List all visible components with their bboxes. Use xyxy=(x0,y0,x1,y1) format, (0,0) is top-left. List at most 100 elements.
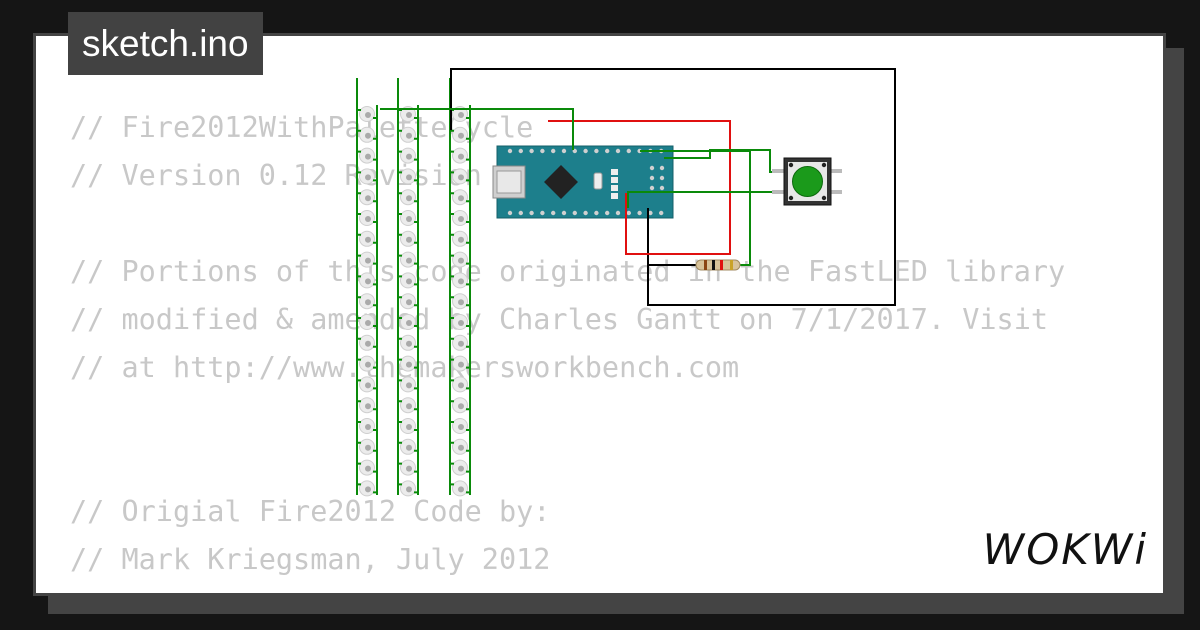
led-icon[interactable] xyxy=(398,106,418,122)
led-icon[interactable] xyxy=(450,314,470,330)
led-icon[interactable] xyxy=(357,272,377,289)
code-line: // Origial Fire2012 Code by: xyxy=(70,495,551,528)
arduino-nano-icon[interactable] xyxy=(492,145,674,219)
pin-icon xyxy=(540,148,545,154)
icsp-pin-icon xyxy=(659,165,665,171)
pin-icon xyxy=(572,210,577,216)
led-icon[interactable] xyxy=(450,334,470,351)
led-icon[interactable] xyxy=(398,189,418,206)
pin-icon xyxy=(648,210,653,216)
led-icon[interactable] xyxy=(357,189,377,206)
push-button-icon[interactable] xyxy=(772,157,842,206)
pin-icon xyxy=(518,148,523,154)
led-icon[interactable] xyxy=(398,293,418,310)
led-icon[interactable] xyxy=(398,272,418,289)
led-icon[interactable] xyxy=(398,418,418,434)
led-icon[interactable] xyxy=(398,438,418,455)
file-tab-label: sketch.ino xyxy=(82,23,249,64)
code-line: // Mark Kriegsman, July 2012 xyxy=(70,543,551,576)
led-icon[interactable] xyxy=(450,147,470,164)
led-icon[interactable] xyxy=(357,376,377,393)
led-icon[interactable] xyxy=(450,480,470,497)
led-icon[interactable] xyxy=(357,314,377,330)
led-icon[interactable] xyxy=(450,376,470,393)
led-icon[interactable] xyxy=(398,147,418,164)
led-icon[interactable] xyxy=(398,480,418,497)
led-icon[interactable] xyxy=(357,418,377,434)
file-tab[interactable]: sketch.ino xyxy=(68,12,263,75)
led-icon[interactable] xyxy=(398,168,418,185)
led-icon[interactable] xyxy=(450,459,470,476)
led-icon[interactable] xyxy=(450,230,470,247)
pin-icon xyxy=(583,210,588,216)
led-icon[interactable] xyxy=(357,230,377,247)
icsp-pin-icon xyxy=(649,185,655,191)
led-icon[interactable] xyxy=(357,355,377,372)
pin-icon xyxy=(659,210,664,216)
led-icon[interactable] xyxy=(357,334,377,351)
board-led-icon xyxy=(611,169,618,175)
led-strips xyxy=(356,78,471,497)
pin-icon xyxy=(605,210,610,216)
pin-icon xyxy=(594,210,599,216)
led-icon[interactable] xyxy=(450,438,470,455)
led-icon[interactable] xyxy=(357,251,377,268)
led-icon[interactable] xyxy=(450,397,470,414)
led-icon[interactable] xyxy=(357,459,377,476)
wire-green-strip xyxy=(380,108,574,150)
pin-icon xyxy=(605,148,610,154)
usb-port-inner xyxy=(496,170,522,194)
icsp-pin-icon xyxy=(659,185,665,191)
crystal-icon xyxy=(593,172,603,190)
led-icon[interactable] xyxy=(357,293,377,310)
pin-icon xyxy=(507,210,513,216)
led-icon[interactable] xyxy=(357,106,377,122)
led-icon[interactable] xyxy=(450,251,470,268)
led-icon[interactable] xyxy=(450,168,470,185)
led-icon[interactable] xyxy=(357,126,377,143)
led-icon[interactable] xyxy=(450,355,470,372)
led-icon[interactable] xyxy=(398,210,418,226)
led-icon[interactable] xyxy=(398,314,418,330)
led-icon[interactable] xyxy=(357,480,377,497)
icsp-pin-icon xyxy=(649,175,655,181)
led-icon[interactable] xyxy=(357,168,377,185)
led-icon[interactable] xyxy=(398,376,418,393)
led-icon[interactable] xyxy=(398,459,418,476)
led-icon[interactable] xyxy=(398,397,418,414)
led-icon[interactable] xyxy=(357,438,377,455)
wokwi-logo: WOKWi xyxy=(982,525,1148,574)
led-icon[interactable] xyxy=(450,272,470,289)
board-led-icons xyxy=(611,165,665,199)
led-icon[interactable] xyxy=(357,147,377,164)
wire-red xyxy=(548,120,731,255)
pin-icon xyxy=(518,210,523,216)
led-icon[interactable] xyxy=(398,126,418,143)
board-led-icon xyxy=(611,177,618,183)
led-icon[interactable] xyxy=(357,210,377,226)
led-icon[interactable] xyxy=(450,293,470,310)
led-icon[interactable] xyxy=(398,334,418,351)
pin-icon xyxy=(583,148,588,154)
wire-green-button-b xyxy=(664,149,785,173)
led-icon[interactable] xyxy=(398,230,418,247)
wire-green-button-c xyxy=(627,191,785,208)
led-icon[interactable] xyxy=(450,210,470,226)
led-icon[interactable] xyxy=(398,251,418,268)
led-icon[interactable] xyxy=(398,355,418,372)
icsp-pin-icon xyxy=(649,165,655,171)
pin-row-bottom xyxy=(507,210,664,216)
pin-icon xyxy=(540,210,545,216)
pin-icon xyxy=(529,148,534,154)
pin-icon xyxy=(637,148,642,154)
pin-icon xyxy=(626,148,631,154)
pin-icon xyxy=(594,148,599,154)
led-icon[interactable] xyxy=(450,418,470,434)
code-line: // Portions of this code originated in t… xyxy=(70,255,1066,288)
led-icon[interactable] xyxy=(450,126,470,143)
led-icon[interactable] xyxy=(357,397,377,414)
resistor-icon[interactable] xyxy=(695,259,741,271)
icsp-pin-icon xyxy=(659,175,665,181)
led-icon[interactable] xyxy=(450,189,470,206)
